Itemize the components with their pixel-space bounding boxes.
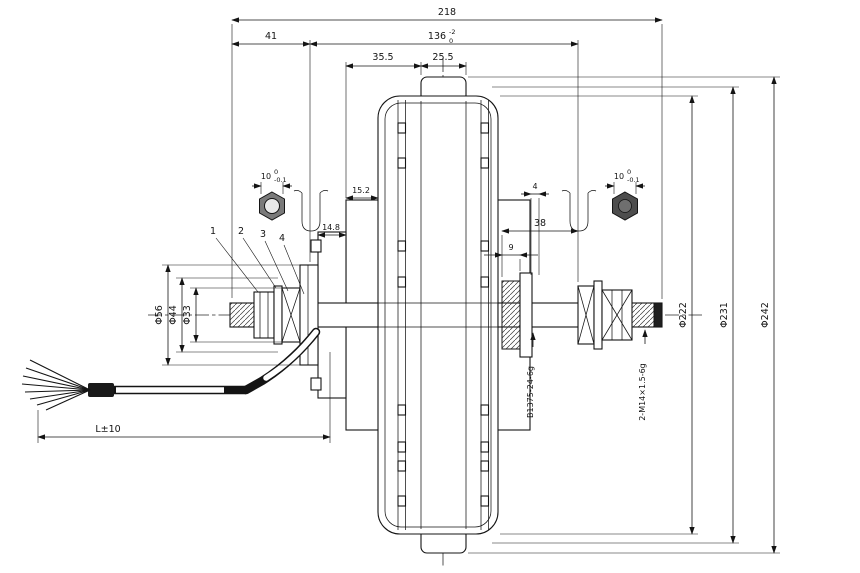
motor-cable (21, 327, 321, 411)
dim-label-old-main: 136 (428, 31, 446, 42)
dim-label-9: 9 (508, 243, 513, 252)
dropout-slot-right (561, 189, 597, 232)
dia-label-56: Φ56 (154, 305, 165, 325)
left-axle-assembly (229, 264, 379, 366)
flat-right-sub: -0.1 (627, 176, 640, 184)
shell-outline (377, 95, 499, 535)
right-axle-assembly (497, 272, 663, 358)
flat-right-value: 10 (614, 172, 624, 181)
dim-label-left-overhang: 41 (265, 31, 277, 42)
thread-label-axle: 2-M14×1.5-6g (638, 363, 647, 421)
left-cone-nut (253, 291, 275, 339)
flat-right-sup: 0 (627, 168, 631, 176)
dim-label-4: 4 (532, 182, 537, 191)
dia-label-222: Φ222 (678, 302, 689, 328)
freewheel-flange (519, 272, 533, 358)
callout-2: 2 (238, 226, 244, 237)
shell-inner-line (384, 102, 492, 528)
axle-bore-left (264, 198, 280, 214)
dim-label-old-sub: 0 (449, 37, 453, 45)
thread-label-freewheel: B1375-24-6g (526, 366, 535, 418)
flat-left-value: 10 (261, 172, 271, 181)
dim-label-38: 38 (534, 218, 546, 229)
spoke-holes (397, 122, 490, 507)
axle-flat-detail-right (605, 182, 645, 221)
dim-label-25-5: 25.5 (432, 52, 453, 63)
dia-label-242: Φ242 (760, 302, 771, 328)
dimension-lines (37, 17, 777, 554)
dropout-slot-left (293, 189, 329, 232)
left-boss-bolt-top (310, 239, 322, 253)
dim-label-14-8: 14.8 (322, 223, 340, 232)
dia-label-33: Φ33 (182, 305, 193, 325)
callout-1: 1 (210, 226, 216, 237)
dimension-labels: 218 41 136 -2 0 35.5 25.5 15.2 14.8 4 38… (95, 7, 771, 435)
extension-lines (37, 24, 780, 554)
right-axle-end-cap (653, 302, 663, 328)
cable-wires (21, 359, 91, 411)
callout-3: 3 (260, 229, 266, 240)
axle-flat-detail-left (252, 182, 292, 221)
dim-label-15-2: 15.2 (352, 186, 370, 195)
callout-leaders (215, 237, 305, 295)
dia-label-231: Φ231 (719, 302, 730, 328)
cable-ferrule (88, 383, 114, 397)
dim-label-35-5: 35.5 (372, 52, 393, 63)
dim-label-old-sup: -2 (449, 28, 455, 36)
callout-4: 4 (279, 233, 285, 244)
dia-label-44: Φ44 (168, 305, 179, 325)
dim-label-cable-length: L±10 (95, 424, 120, 435)
dim-label-overall: 218 (438, 7, 456, 18)
right-washer (593, 280, 603, 350)
left-washer (273, 285, 283, 345)
flat-left-sub: -0.1 (274, 176, 287, 184)
axle-bore-right (618, 199, 632, 213)
flat-left-sup: 0 (274, 168, 278, 176)
left-axle-thread (229, 302, 257, 328)
left-boss-bolt-bottom (310, 377, 322, 391)
freewheel-thread (501, 280, 521, 350)
